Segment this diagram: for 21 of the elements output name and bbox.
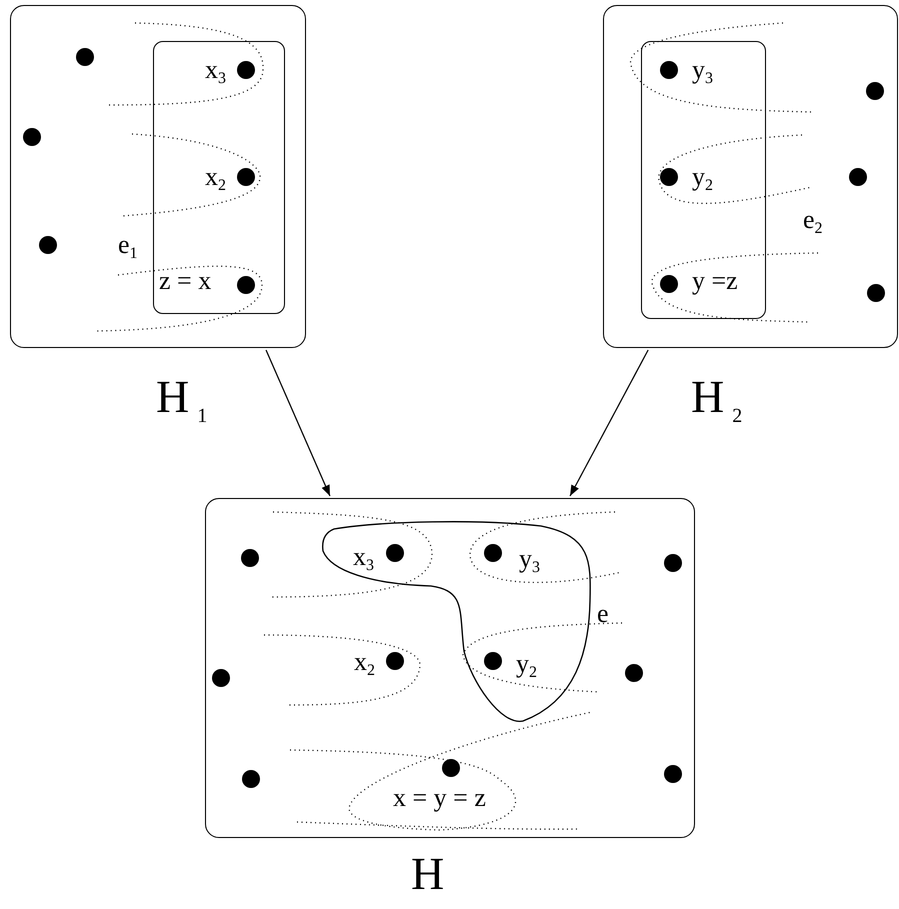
vertex-label: x$_{2}$ [205,164,226,194]
vertex-label: x = y = z [393,785,486,811]
vertex-label: x$_{2}$ [354,649,375,679]
vertex-label: e [597,601,609,627]
vertex-label: y$_{3}$ [519,546,540,576]
hyperedge-label: e$_{2}$ [803,207,823,237]
vertex-label: x$_{3}$ [353,544,374,574]
vertex-label: y$_{2}$ [692,164,713,194]
vertex-subset-box [153,41,285,314]
vertex-label: x$_{3}$ [205,57,226,87]
vertex-label: y$_{3}$ [692,57,713,87]
vertex-label: y$_{2}$ [516,651,537,681]
graph-title: H [411,851,444,897]
arrow [570,350,649,496]
arrow [266,350,330,496]
graph-title: H$_{1}$ [156,374,208,426]
vertex-label: z = x [159,268,212,294]
graph-title: H$_{2}$ [691,374,742,426]
hyperedge-label: e$_{1}$ [118,232,138,262]
vertex-subset-box [641,41,766,319]
vertex-label: y =z [692,268,738,294]
